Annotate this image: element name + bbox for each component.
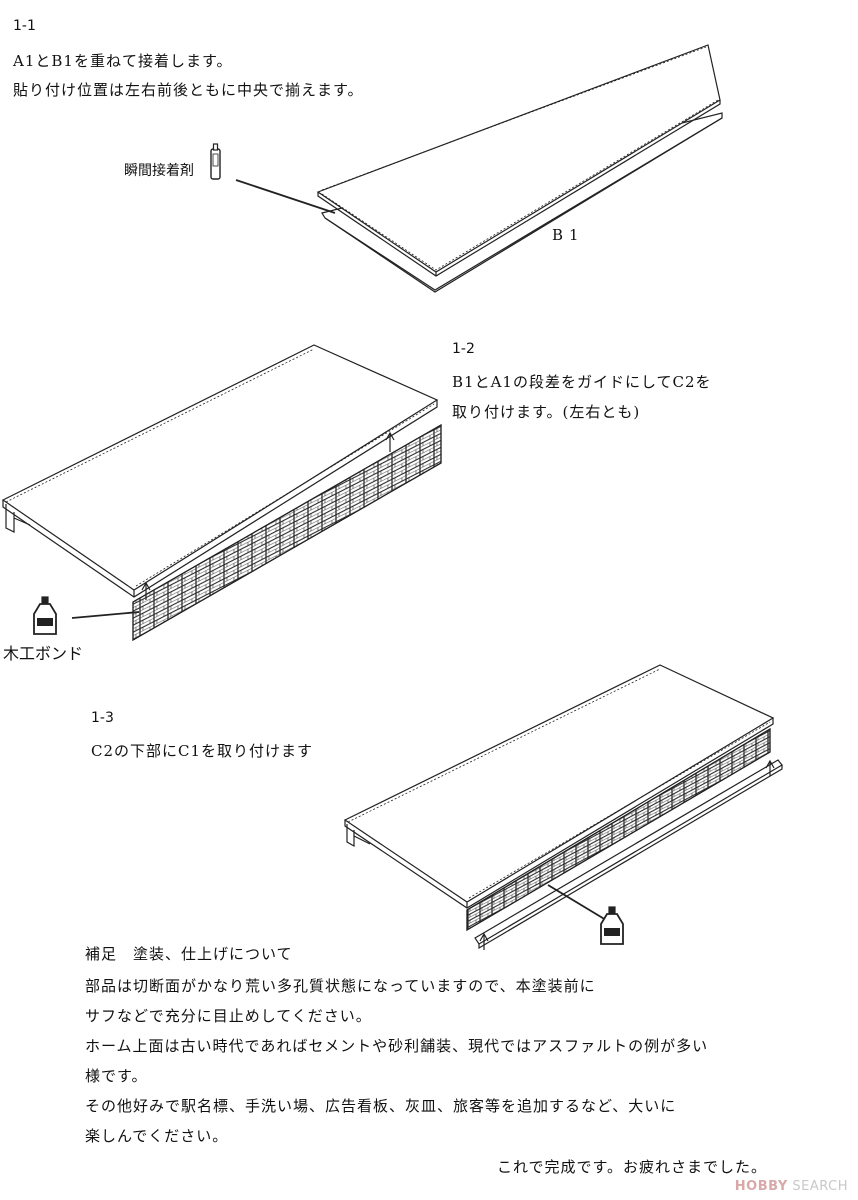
wood-glue-bottle-icon-step-3 <box>600 906 624 945</box>
step-3-arrow-right <box>765 759 775 776</box>
part-a1-board <box>316 44 721 277</box>
step-3-number: 1-3 <box>91 710 114 726</box>
notes-line-4: 様です。 <box>85 1067 148 1085</box>
platform-top-surface-step-3 <box>343 664 775 909</box>
step-1-number: 1-1 <box>13 18 36 34</box>
notes-line-6: 楽しんでください。 <box>85 1127 229 1145</box>
step-2-arrow-right <box>385 431 395 452</box>
notes-line-2: サフなどで充分に目止めしてください。 <box>85 1007 372 1025</box>
platform-left-end <box>5 504 31 533</box>
step-2-line-1: B1とA1の段差をガイドにしてC2を <box>452 373 712 391</box>
wood-glue-bottle-icon <box>33 596 57 635</box>
part-c2-brick-wall <box>132 423 442 642</box>
notes-line-5: その他好みで駅名標、手洗い場、広告看板、灰皿、旅客等を追加するなど、大いに <box>85 1097 677 1115</box>
step-3-line-1: C2の下部にC1を取り付けます <box>91 742 314 760</box>
step-2-leader-line <box>71 611 140 619</box>
platform-left-end-step-3 <box>346 824 371 848</box>
part-c2-brick-wall-step-3 <box>466 727 771 932</box>
instant-glue-label: 瞬間接着剤 <box>124 163 194 179</box>
notes-heading: 補足 塗装、仕上げについて <box>85 945 293 963</box>
notes-line-3: ホーム上面は古い時代であればセメントや砂利舗装、現代ではアスファルトの例が多い <box>85 1037 709 1055</box>
notes-line-1: 部品は切断面がかなり荒い多孔質状態になっていますので、本塗装前に <box>85 977 596 995</box>
watermark-suffix: SEARCH <box>792 1179 848 1194</box>
step-1-line-2: 貼り付け位置は左右前後ともに中央で揃えます。 <box>13 81 364 99</box>
step-3-leader-line <box>547 884 607 921</box>
step-1-line-1: A1とB1を重ねて接着します。 <box>13 52 233 70</box>
wood-glue-label: 木工ボンド <box>3 644 84 663</box>
instant-glue-tube-icon <box>210 143 221 180</box>
step-1-leader-line <box>235 179 336 214</box>
step-3-arrow-left <box>479 932 489 950</box>
closing-text: これで完成です。お疲れさまでした。 <box>497 1158 768 1176</box>
watermark: HOBBY SEARCH <box>735 1179 848 1194</box>
step-2-arrow-left <box>141 581 151 600</box>
step-2-line-2: 取り付けます。(左右とも) <box>452 403 641 421</box>
part-c1-strip <box>474 759 783 950</box>
part-b1-label: B1 <box>552 226 585 244</box>
step-2-number: 1-2 <box>452 341 475 357</box>
watermark-brand: HOBBY <box>734 1179 788 1194</box>
platform-top-surface <box>1 344 439 598</box>
